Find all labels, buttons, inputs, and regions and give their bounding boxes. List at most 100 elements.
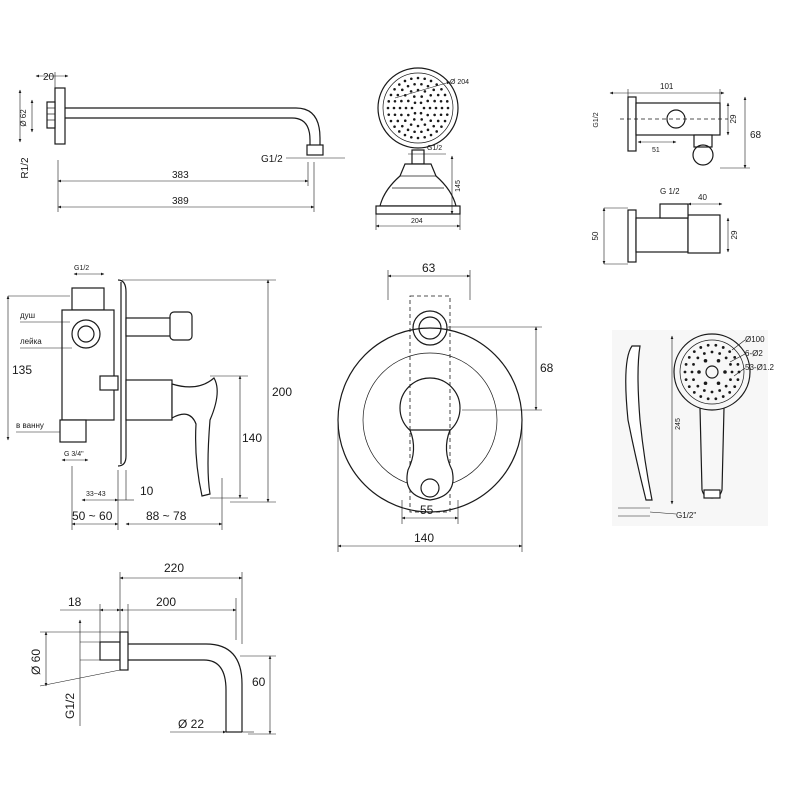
nozzle-dot [692, 378, 695, 382]
nozzle-dot [400, 113, 403, 117]
nozzle-dot [433, 113, 436, 117]
mixer-body [61, 309, 115, 421]
nozzle-dot [445, 113, 449, 116]
mixer-top-outlet [71, 287, 105, 311]
nozzle-dot [692, 391, 696, 394]
nozzle-dot [403, 79, 407, 83]
nozzle-dot [736, 362, 740, 366]
nozzle-dot [413, 82, 416, 86]
nozzle-dot [429, 79, 433, 83]
nozzle-dot [728, 350, 732, 353]
nozzle-dot [729, 378, 732, 382]
nozzle-dot [702, 389, 706, 392]
front-width-55-label: 55 [420, 503, 434, 517]
arm-flange-depth-label: 20 [43, 72, 55, 83]
nozzle-dot [392, 106, 396, 110]
nozzle-dot [410, 77, 413, 81]
nozzle-dot [703, 358, 708, 363]
nozzle-dot [398, 106, 402, 110]
side-holder-right-height-label: 29 [730, 230, 739, 239]
spout-thread-label: G1/2 [63, 693, 77, 719]
nozzle-dot [400, 88, 404, 92]
nozzle-dot [736, 378, 740, 382]
nozzle-dot [409, 123, 413, 126]
nozzle-dot [406, 128, 410, 132]
nozzle-dot [389, 93, 393, 97]
mixer-range-33-43-label: 33~43 [86, 491, 106, 498]
nozzle-dot [406, 99, 410, 103]
nozzle-dot [400, 124, 404, 128]
nozzle-dot [416, 124, 420, 128]
nozzle-dot [443, 93, 447, 97]
holder-inner-height-label: 29 [729, 114, 738, 123]
nozzle-dot [423, 77, 426, 81]
holder-thread-label: G1/2 [593, 112, 600, 127]
nozzle-dot [696, 356, 700, 360]
side-holder-depth-label: 40 [698, 193, 707, 202]
nozzle-dot [692, 350, 696, 353]
mixer-diverter-stem [125, 317, 173, 337]
shower-arm-thread-stub [46, 101, 56, 129]
nozzle-dot [419, 101, 423, 105]
mixer-dim-10-label: 10 [140, 484, 154, 498]
holder-offset-label: 51 [652, 147, 660, 154]
nozzle-dot [429, 119, 433, 123]
nozzle-dot [684, 362, 688, 366]
nozzle-dot [733, 356, 737, 359]
nozzle-dot [723, 370, 727, 374]
spout-pipe [128, 643, 243, 732]
nozzle-dot [692, 362, 695, 366]
nozzle-dot [718, 352, 722, 355]
head-connection-label: G1/2 [427, 145, 442, 152]
nozzle-dot [714, 343, 718, 347]
nozzle-dot [400, 99, 403, 103]
nozzle-dot [696, 384, 700, 388]
hand-diameter-label: Ø100 [745, 335, 765, 344]
nozzle-dot [433, 99, 436, 103]
nozzle-dot [684, 378, 688, 382]
nozzle-dot [423, 90, 427, 93]
nozzle-dot [445, 100, 449, 103]
hand-length-label: 245 [675, 418, 682, 430]
arm-flange-diameter-label: Ø 62 [19, 109, 28, 127]
hand-holes-6-label: 6-Ø2 [745, 349, 763, 358]
nozzle-dot [387, 113, 391, 116]
hand-shower-head-face [673, 333, 751, 411]
nozzle-dot [429, 93, 433, 97]
nozzle-dot [697, 370, 701, 374]
nozzle-dot [396, 119, 400, 123]
spout-height-60-label: 60 [252, 675, 266, 689]
bath-spout-drawing: 220 200 18 Ø 60 G1/2 60 Ø 22 [29, 561, 276, 735]
mixer-range-88-78-label: 88 ~ 78 [146, 509, 187, 523]
mixer-bottom-thread-label: G 3/4" [64, 451, 84, 458]
nozzle-dot [396, 93, 400, 97]
mixer-lever [171, 377, 218, 497]
shower-head-nozzles [386, 76, 450, 140]
nozzle-dot [398, 130, 401, 133]
nozzle-dot [733, 385, 737, 388]
holder-total-height-label: 68 [750, 130, 762, 141]
nozzle-dot [730, 370, 734, 374]
arm-outlet-thread-label: G1/2 [261, 154, 283, 165]
nozzle-dot [389, 119, 393, 123]
nozzle-dot [440, 125, 443, 128]
head-height-label: 145 [455, 180, 462, 192]
nozzle-dot [440, 88, 443, 91]
nozzle-dot [706, 343, 710, 347]
shower-head-side-view [379, 163, 457, 207]
nozzle-dot [721, 395, 725, 398]
nozzle-dot [718, 389, 722, 392]
nozzle-dot [721, 346, 725, 349]
lever-front [406, 429, 454, 501]
shower-arm-wall-flange [54, 87, 66, 145]
mixer-cartridge [125, 379, 173, 421]
nozzle-dot [426, 113, 430, 117]
nozzle-dot [387, 100, 391, 103]
nozzle-dot [436, 93, 440, 97]
hand-holes-53-label: 53-Ø1.2 [745, 363, 774, 372]
mixer-side-view: G1/2 душ лейка в ванну 135 G 3/4" 33~43 … [6, 265, 292, 530]
nozzle-dot [443, 119, 447, 123]
shower-arm-drawing: 20 Ø 62 R1/2 G1/2 383 389 [18, 72, 345, 212]
nozzle-dot [386, 106, 390, 110]
shower-arm-pipe [65, 107, 321, 150]
